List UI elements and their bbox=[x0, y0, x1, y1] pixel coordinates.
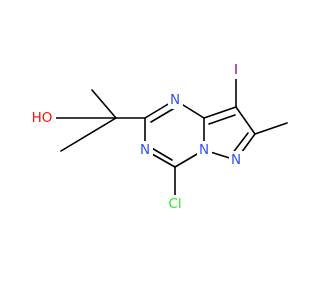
hydroxyl-label: HO bbox=[32, 110, 53, 126]
bonds bbox=[54, 69, 288, 196]
nitrogen-label-top: N bbox=[170, 92, 180, 108]
chlorine-label: Cl bbox=[168, 196, 181, 212]
molecule-canvas: HO N N N N I Cl bbox=[28, 61, 288, 213]
molecule-structure: HO N N N N I Cl bbox=[28, 61, 288, 213]
bond-c4-n-bottom-double bbox=[149, 146, 173, 161]
nitrogen-label-bridge: N bbox=[199, 142, 209, 158]
iodine-label: I bbox=[234, 62, 238, 78]
bond-c8a-c8-double bbox=[208, 114, 236, 125]
bond-c8-c7 bbox=[235, 106, 256, 135]
bond-c7-n-pyrazole-double bbox=[231, 132, 249, 155]
bond-c8a-c8 bbox=[203, 106, 237, 119]
nitrogen-label-bottom: N bbox=[140, 142, 150, 158]
bond-methyl-up bbox=[91, 89, 117, 119]
atom-labels: HO N N N N I Cl bbox=[28, 61, 244, 213]
bond-c7-methyl bbox=[254, 122, 288, 135]
bond-methyl-down bbox=[60, 117, 117, 152]
nitrogen-label-pyrazole: N bbox=[231, 152, 241, 168]
